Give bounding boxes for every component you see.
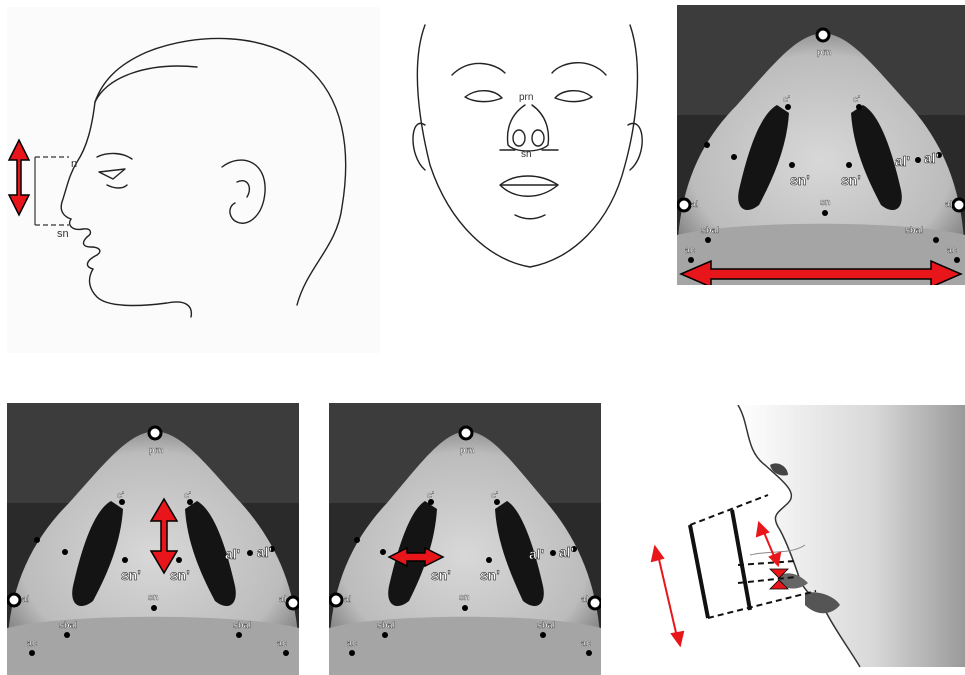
c-left-label: c' (117, 490, 124, 500)
al-prime-inner-label: al' (225, 546, 240, 562)
frontal-sketch-panel: prn sn (380, 5, 675, 285)
c-left-label: c' (427, 490, 434, 500)
al-right-label: al (279, 594, 287, 604)
basal-photo-columella: prn c' c' sn' sn' al' al' al al sn sbal … (7, 403, 299, 675)
al-right-label: al (581, 594, 589, 604)
lip-profile-panel (620, 405, 965, 675)
sn-label: sn (148, 592, 159, 602)
ac-left-label: ac (347, 638, 357, 648)
al-prime-inner-label: al' (895, 153, 910, 169)
al-left-label: al (22, 594, 30, 604)
al-left-label: al (691, 199, 699, 209)
sn-prime-left-label: sn' (121, 567, 141, 583)
sbal-left-label: sbal (377, 620, 395, 630)
frontal-pronasale-label: prn (519, 92, 533, 103)
sn-prime-right-label: sn' (480, 567, 500, 583)
nasal-height-arrow (9, 140, 29, 215)
prn-label: prn (460, 445, 475, 455)
sbal-left-label: sbal (701, 225, 719, 235)
basal-photo-nostril-panel: prn c' c' sn' sn' al' al' al al sn sbal … (329, 403, 601, 675)
prn-label: prn (149, 445, 164, 455)
sbal-right-label: sbal (537, 620, 555, 630)
basal-photo-width: prn c' c' sn' sn' al' al' al al sn sbal … (677, 5, 965, 285)
c-right-label: c' (491, 490, 498, 500)
ac-left-label: ac (27, 638, 37, 648)
profile-nasion-label: n (71, 158, 77, 170)
sbal-right-label: sbal (905, 225, 923, 235)
ac-right-label: ac (277, 638, 287, 648)
c-right-label: c' (853, 94, 860, 104)
frontal-sketch: prn sn (380, 5, 675, 285)
al-left-label: al (344, 594, 352, 604)
al-prime-outer-label: al' (924, 150, 939, 166)
c-right-label: c' (184, 490, 191, 500)
sn-prime-right-label: sn' (841, 172, 861, 188)
upper-lip-arrow (757, 523, 780, 565)
sn-prime-left-label: sn' (790, 172, 810, 188)
lip-height-arrow (652, 547, 683, 645)
al-prime-inner-label: al' (529, 546, 544, 562)
sbal-left-label: sbal (59, 620, 77, 630)
basal-photo-columella-panel: prn c' c' sn' sn' al' al' al al sn sbal … (7, 403, 299, 675)
profile-subnasale-label: sn (57, 228, 69, 240)
ac-right-label: ac (947, 245, 957, 255)
sn-label: sn (459, 592, 470, 602)
prn-label: prn (817, 47, 832, 57)
basal-photo-nostril: prn c' c' sn' sn' al' al' al al sn sbal … (329, 403, 601, 675)
al-prime-outer-label: al' (257, 544, 272, 560)
sn-label: sn (820, 197, 831, 207)
sbal-right-label: sbal (233, 620, 251, 630)
profile-sketch: n sn (7, 7, 380, 353)
c-left-label: c' (783, 94, 790, 104)
lip-profile (620, 405, 965, 675)
al-prime-outer-label: al' (559, 544, 574, 560)
sn-prime-right-label: sn' (170, 567, 190, 583)
ac-left-label: ac (685, 245, 695, 255)
profile-sketch-panel: n sn (7, 7, 380, 353)
basal-photo-width-panel: prn c' c' sn' sn' al' al' al al sn sbal … (677, 5, 965, 285)
frontal-subnasale-label: sn (521, 149, 532, 160)
ac-right-label: ac (581, 638, 591, 648)
sn-prime-left-label: sn' (431, 567, 451, 583)
al-right-label: al (945, 199, 953, 209)
